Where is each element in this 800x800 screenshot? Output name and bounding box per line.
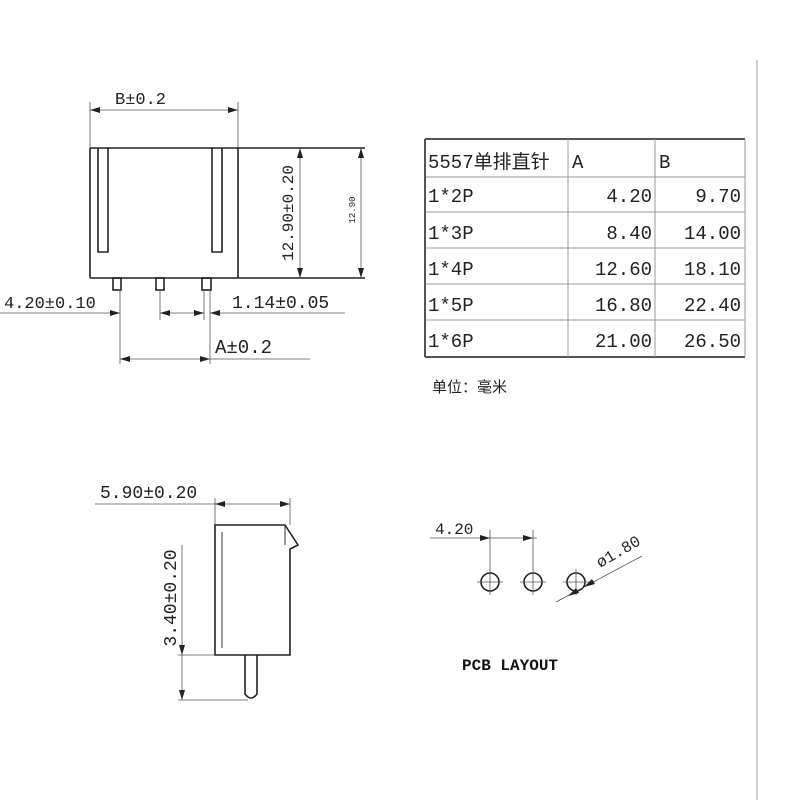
pin-width-label: 1.14±0.05 (232, 294, 329, 314)
side-body-outline (214, 524, 300, 656)
table-row-3-a: 12.60 (595, 259, 652, 281)
table-row-5-model: 1*6P (428, 331, 474, 353)
pin-1 (112, 277, 122, 291)
hole-diameter-label: ø1.80 (594, 533, 645, 573)
table-header-model: 5557单排直针 (428, 151, 550, 174)
table-row-1-model: 1*2P (428, 186, 474, 208)
table-row-4-b: 22.40 (684, 295, 741, 317)
table-row-3-model: 1*4P (428, 259, 474, 281)
depth-label: 5.90±0.20 (100, 484, 197, 504)
height-label: 12.90±0.20 (280, 165, 298, 261)
dimension-table: 5557单排直针 A B 1*2P 4.20 9.70 1*3P 8.40 14… (424, 138, 746, 358)
table-row-2-b: 14.00 (684, 223, 741, 245)
span-label: A±0.2 (215, 337, 272, 359)
pcb-hole-2 (520, 569, 546, 595)
pin-3 (201, 277, 212, 291)
left-slot (97, 148, 109, 253)
table-header-a: A (572, 152, 584, 174)
table-row-2-a: 8.40 (606, 223, 652, 245)
pin-2 (155, 277, 165, 291)
pcb-layout-title: PCB LAYOUT (462, 657, 558, 675)
pcb-layout: 4.20 ø1.80 PCB LAYOUT (430, 521, 644, 675)
table-row-5-a: 21.00 (595, 331, 652, 353)
table-row-4-model: 1*5P (428, 295, 474, 317)
table-row-5-b: 26.50 (684, 331, 741, 353)
right-slot (211, 148, 223, 253)
table-header-b: B (659, 152, 670, 174)
pcb-hole-1 (477, 569, 503, 595)
side-pin (244, 655, 258, 699)
table-row-2-model: 1*3P (428, 223, 474, 245)
table-row-3-b: 18.10 (684, 259, 741, 281)
side-view: 5.90±0.20 3.40±0.20 (95, 484, 300, 701)
table-row-4-a: 16.80 (595, 295, 652, 317)
height-small-label: 12.90 (348, 196, 358, 223)
width-label: B±0.2 (115, 91, 166, 110)
unit-note: 单位：毫米 (432, 378, 507, 396)
pin-length-label: 3.40±0.20 (162, 549, 182, 646)
pcb-pitch-label: 4.20 (435, 521, 473, 539)
table-row-1-a: 4.20 (606, 186, 652, 208)
table-row-1-b: 9.70 (695, 186, 741, 208)
pitch-label: 4.20±0.10 (4, 295, 96, 314)
front-view: B±0.2 4.20±0.10 1.14±0.05 A±0.2 (0, 91, 365, 364)
